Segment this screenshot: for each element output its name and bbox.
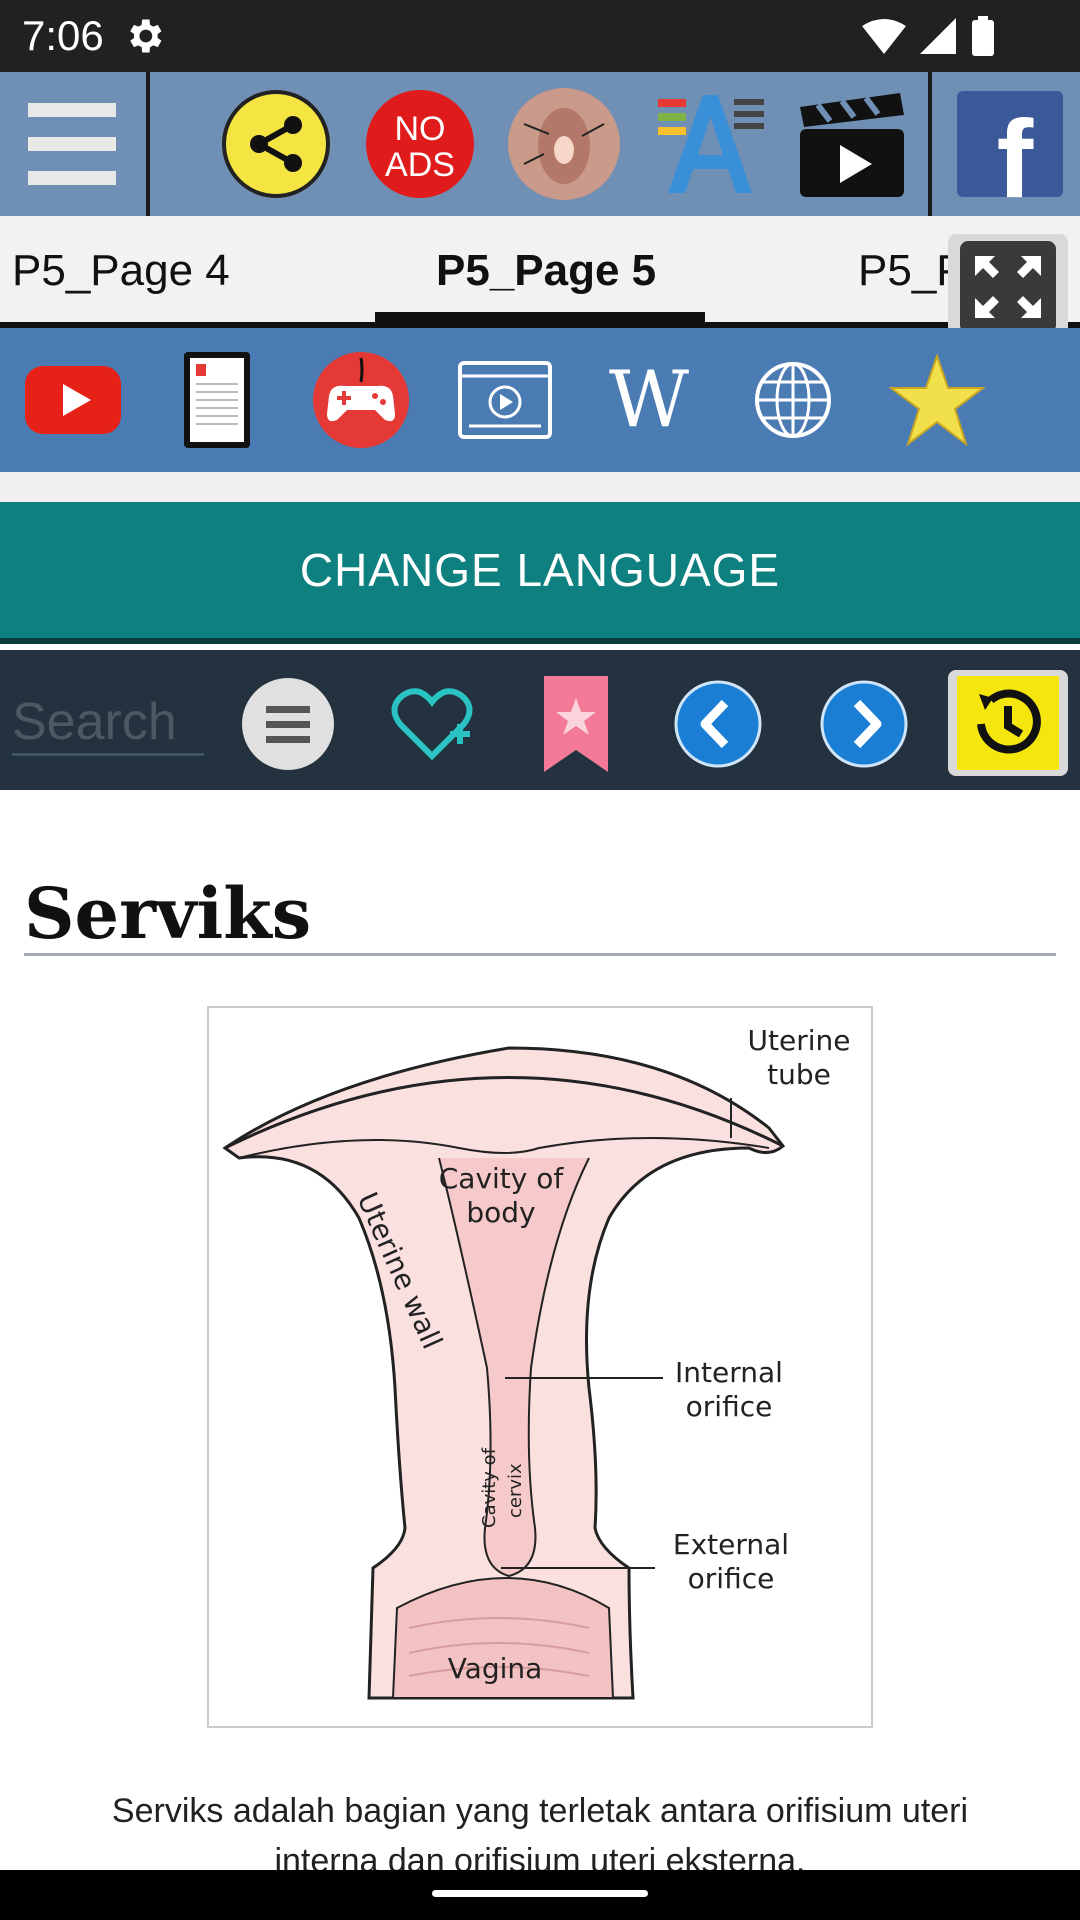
article-content: Serviks Uterine tube Cavity of body Uter…: [0, 790, 1080, 1880]
home-gesture-handle[interactable]: [432, 1890, 648, 1897]
svg-text:ADS: ADS: [385, 146, 455, 184]
svg-text:f: f: [997, 98, 1034, 199]
toolbar-divider: [146, 72, 150, 216]
video-player-icon[interactable]: [450, 348, 560, 452]
svg-text:body: body: [466, 1196, 535, 1229]
tab-page-6[interactable]: P5_P: [858, 246, 966, 295]
facebook-icon[interactable]: f: [948, 84, 1072, 204]
ebook-icon[interactable]: [162, 348, 272, 452]
tab-page-5[interactable]: P5_Page 5: [436, 246, 657, 295]
no-ads-icon[interactable]: NO ADS: [360, 84, 480, 204]
change-language-button[interactable]: CHANGE LANGUAGE: [0, 502, 1080, 644]
status-icons: [862, 16, 994, 56]
figure-caption: Serviks adalah bagian yang terletak anta…: [40, 1786, 1040, 1886]
wikipedia-icon[interactable]: W: [594, 348, 704, 452]
svg-text:Uterine: Uterine: [748, 1024, 851, 1057]
resource-icon-bar: W: [0, 328, 1080, 472]
menu-icon[interactable]: [12, 84, 132, 204]
page-title: Serviks: [24, 872, 312, 955]
cervix-diagram-svg: Uterine tube Cavity of body Uterine wall…: [222, 1024, 851, 1700]
spacer: [0, 472, 1080, 502]
signal-icon: [920, 18, 956, 54]
settings-gear-icon: [130, 19, 162, 53]
toolbar-divider: [928, 72, 932, 216]
search-toolbar: [0, 650, 1080, 790]
svg-text:W: W: [609, 360, 689, 440]
globe-icon[interactable]: [738, 348, 848, 452]
svg-text:Internal: Internal: [675, 1356, 783, 1389]
svg-text:cervix: cervix: [505, 1463, 526, 1518]
svg-text:Vagina: Vagina: [448, 1652, 543, 1685]
search-input[interactable]: [12, 690, 204, 756]
game-controller-icon[interactable]: [306, 348, 416, 452]
battery-icon: [972, 20, 994, 56]
video-clapper-icon[interactable]: [792, 84, 912, 204]
anatomy-thumbnail-icon[interactable]: [504, 84, 624, 204]
status-time: 7:06: [22, 12, 104, 59]
history-button[interactable]: [948, 670, 1068, 776]
bookmark-icon[interactable]: [524, 672, 628, 776]
page-tabs: P5_Page 4 P5_Page 5 P5_P: [0, 216, 1080, 328]
title-divider: [24, 953, 1056, 956]
svg-text:tube: tube: [767, 1058, 831, 1091]
svg-text:NO: NO: [395, 110, 446, 148]
back-arrow-icon[interactable]: [666, 672, 770, 776]
status-bar: 7:06: [0, 0, 1080, 72]
svg-text:Cavity of: Cavity of: [479, 1447, 500, 1528]
wifi-icon: [862, 19, 906, 54]
add-favorite-heart-icon[interactable]: [380, 672, 484, 776]
fullscreen-icon: [960, 241, 1056, 333]
svg-text:orifice: orifice: [688, 1562, 775, 1595]
share-icon[interactable]: [216, 84, 336, 204]
svg-text:orifice: orifice: [686, 1390, 773, 1423]
system-navigation-bar: [0, 1870, 1080, 1920]
cervix-diagram[interactable]: Uterine tube Cavity of body Uterine wall…: [207, 1006, 873, 1728]
svg-text:External: External: [673, 1528, 789, 1561]
active-tab-indicator: [375, 312, 705, 328]
font-size-icon[interactable]: [648, 84, 768, 204]
top-toolbar: NO ADS f: [0, 72, 1080, 216]
star-icon[interactable]: [882, 348, 992, 452]
list-icon[interactable]: [236, 672, 340, 776]
svg-text:Cavity of: Cavity of: [439, 1162, 565, 1195]
fullscreen-button[interactable]: [948, 234, 1068, 340]
forward-arrow-icon[interactable]: [812, 672, 916, 776]
history-icon: [957, 676, 1059, 770]
youtube-icon[interactable]: [18, 348, 128, 452]
tab-page-4[interactable]: P5_Page 4: [12, 246, 230, 295]
caption-line-1: Serviks adalah bagian yang terletak anta…: [111, 1792, 969, 1830]
